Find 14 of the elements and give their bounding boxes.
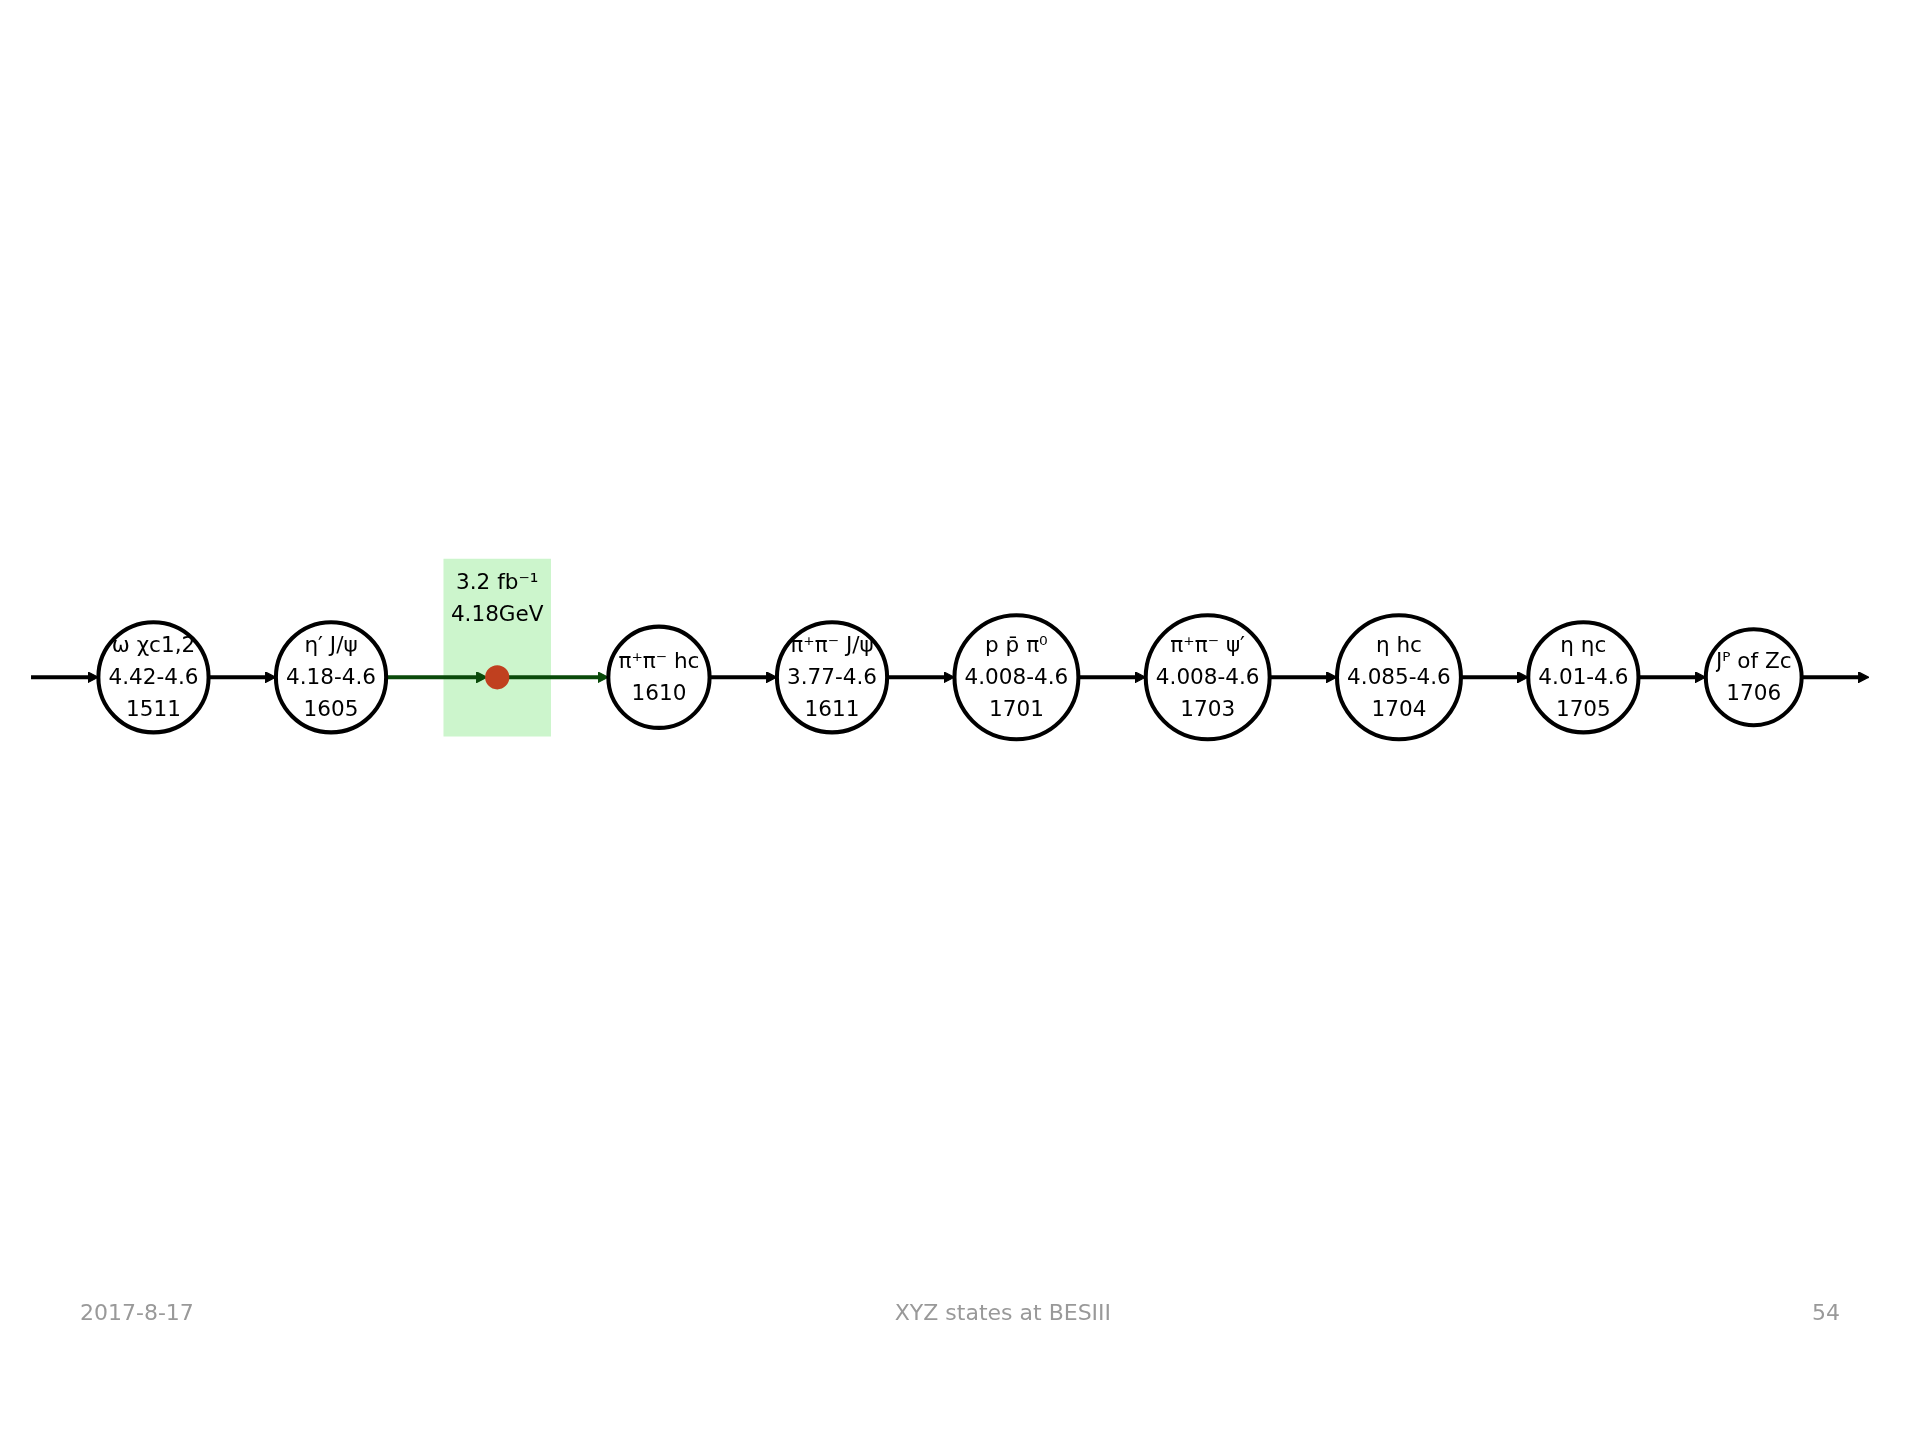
node-circle: η′ J/ψ 4.18-4.6 1605: [273, 620, 389, 735]
footer-text: 54: [1812, 1300, 1840, 1325]
node-circle: η ηc 4.01-4.6 1705: [1526, 620, 1641, 735]
node-circle: π⁺π⁻ hc 1610: [606, 624, 712, 730]
node-circle: π⁺π⁻ ψ′ 4.008-4.6 1703: [1143, 613, 1272, 742]
footer-text: 2017-8-17: [80, 1300, 194, 1325]
node-circle: π⁺π⁻ J/ψ 3.77-4.6 1611: [774, 620, 890, 735]
node-circle: [485, 665, 510, 690]
node-circle: p p̄ π⁰ 4.008-4.6 1701: [952, 613, 1081, 742]
footer-text: XYZ states at BESIII: [894, 1300, 1112, 1325]
cluster: 3.2 fb⁻¹ 4.18GeV: [443, 558, 551, 737]
node-circle: η hc 4.085-4.6 1704: [1335, 613, 1463, 742]
node-circle: Jᴾ of Zc 1706: [1703, 627, 1804, 728]
node-circle: ω χc1,2 4.42-4.6 1511: [96, 620, 211, 735]
